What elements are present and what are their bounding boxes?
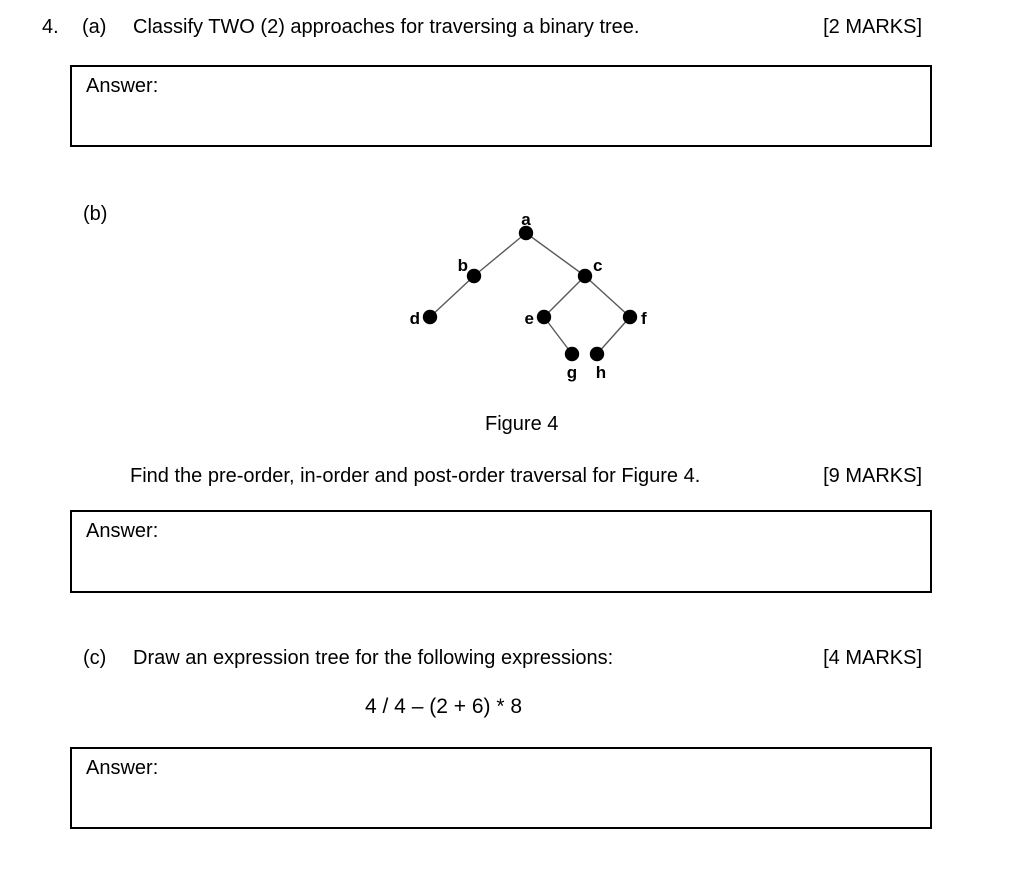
part-b-label: (b) [83,203,108,225]
question-number: 4. [42,16,59,38]
part-a-question: Classify TWO (2) approaches for traversi… [133,16,640,38]
part-b-marks: [9 MARKS] [823,465,922,487]
part-a-marks: [2 MARKS] [823,16,922,38]
tree-node-label-a: a [521,210,531,229]
answer-box-c: Answer: [70,747,932,829]
tree-node-label-d: d [410,309,420,328]
answer-box-b: Answer: [70,510,932,593]
tree-edge-f-h [596,316,631,355]
answer-label-c: Answer: [86,757,159,779]
tree-node-g [564,346,580,362]
tree-edge-c-f [584,275,631,318]
tree-node-h [589,346,605,362]
figure-caption: Figure 4 [485,413,559,435]
tree-node-e [536,309,552,325]
part-c-question: Draw an expression tree for the followin… [133,647,614,669]
tree-edge-a-c [525,232,586,277]
tree-node-label-e: e [525,309,534,328]
tree-node-f [622,309,638,325]
tree-node-b [466,268,482,284]
tree-node-label-c: c [593,256,602,275]
tree-node-label-b: b [458,256,468,275]
part-a-label: (a) [82,16,107,38]
tree-edge-c-e [543,275,586,318]
answer-label-b: Answer: [86,520,159,542]
part-b-question: Find the pre-order, in-order and post-or… [130,465,701,487]
expression-text: 4 / 4 – (2 + 6) * 8 [365,695,523,718]
part-c-label: (c) [83,647,107,669]
tree-node-c [577,268,593,284]
tree-edge-a-b [473,232,527,277]
tree-node-d [422,309,438,325]
tree-edge-e-g [543,316,573,355]
tree-node-label-f: f [641,309,647,328]
tree-node-label-h: h [596,363,606,382]
answer-box-a: Answer: [70,65,932,147]
part-c-marks: [4 MARKS] [823,647,922,669]
answer-label-a: Answer: [86,75,159,97]
tree-node-label-g: g [567,363,577,382]
tree-node-a [518,225,534,241]
tree-edge-b-d [429,275,475,318]
